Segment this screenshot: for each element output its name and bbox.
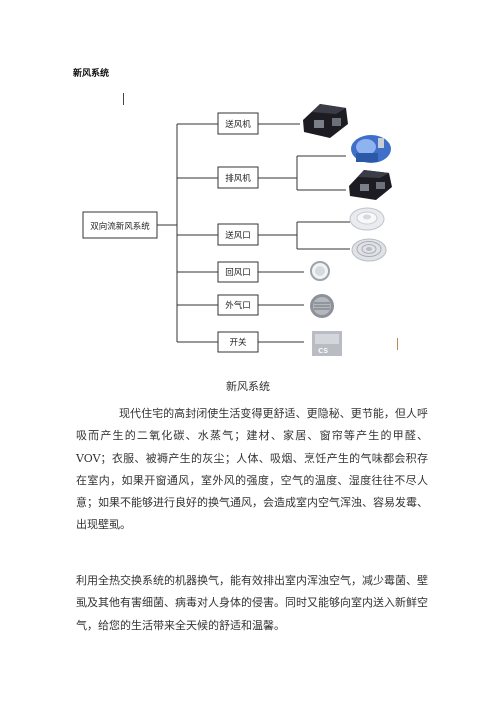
branch-label: 排风机 <box>225 173 251 184</box>
branch-node-return-vent: 回风口 <box>177 261 304 283</box>
blower-icon <box>351 135 391 163</box>
fan-unit-icon <box>303 104 348 138</box>
branch-label: 送风口 <box>225 230 251 241</box>
branch-label: 回风口 <box>225 268 251 278</box>
branch-node-exhaust-fan: 排风机 <box>177 155 346 191</box>
root-node-label: 双向流新风系统 <box>90 221 150 232</box>
branch-node-outside-air: 外气口 <box>177 294 304 316</box>
branch-label: 外气口 <box>225 300 251 311</box>
square-diffuser-icon <box>351 238 387 262</box>
branch-node-switch: 开关 <box>177 331 304 353</box>
text-cursor-mark <box>397 338 398 350</box>
root-node: 双向流新风系统 <box>82 211 158 239</box>
page-title: 新风系统 <box>73 69 110 79</box>
body-paragraph: 现代住宅的高封闭使生活变得更舒适、更隐秘、更节能，但人呼吸而产生的二氧化碳、水蒸… <box>76 407 428 532</box>
round-diffuser-icon <box>349 207 385 231</box>
wall-hood-icon <box>310 294 334 318</box>
system-diagram: 双向流新风系统 送风机 排风机 送风口 回风口 外气口 <box>82 104 392 356</box>
branch-node-supply-vent: 送风口 <box>177 221 350 250</box>
branch-label: 送风机 <box>225 119 251 130</box>
switch-panel-text: CS <box>318 347 328 355</box>
body-paragraph: 利用全热交换系统的机器换气，能有效排出室内浑浊空气，减少霉菌、壁虱及其他有害细菌… <box>76 574 428 632</box>
branch-label: 开关 <box>229 337 247 348</box>
return-grille-icon <box>310 261 330 281</box>
figure-caption: 新风系统 <box>226 380 270 393</box>
branch-node-supply-fan: 送风机 <box>177 112 300 135</box>
text-cursor-mark <box>123 93 124 105</box>
fan-unit-icon <box>349 170 392 200</box>
switch-panel-icon: CS <box>312 331 342 356</box>
